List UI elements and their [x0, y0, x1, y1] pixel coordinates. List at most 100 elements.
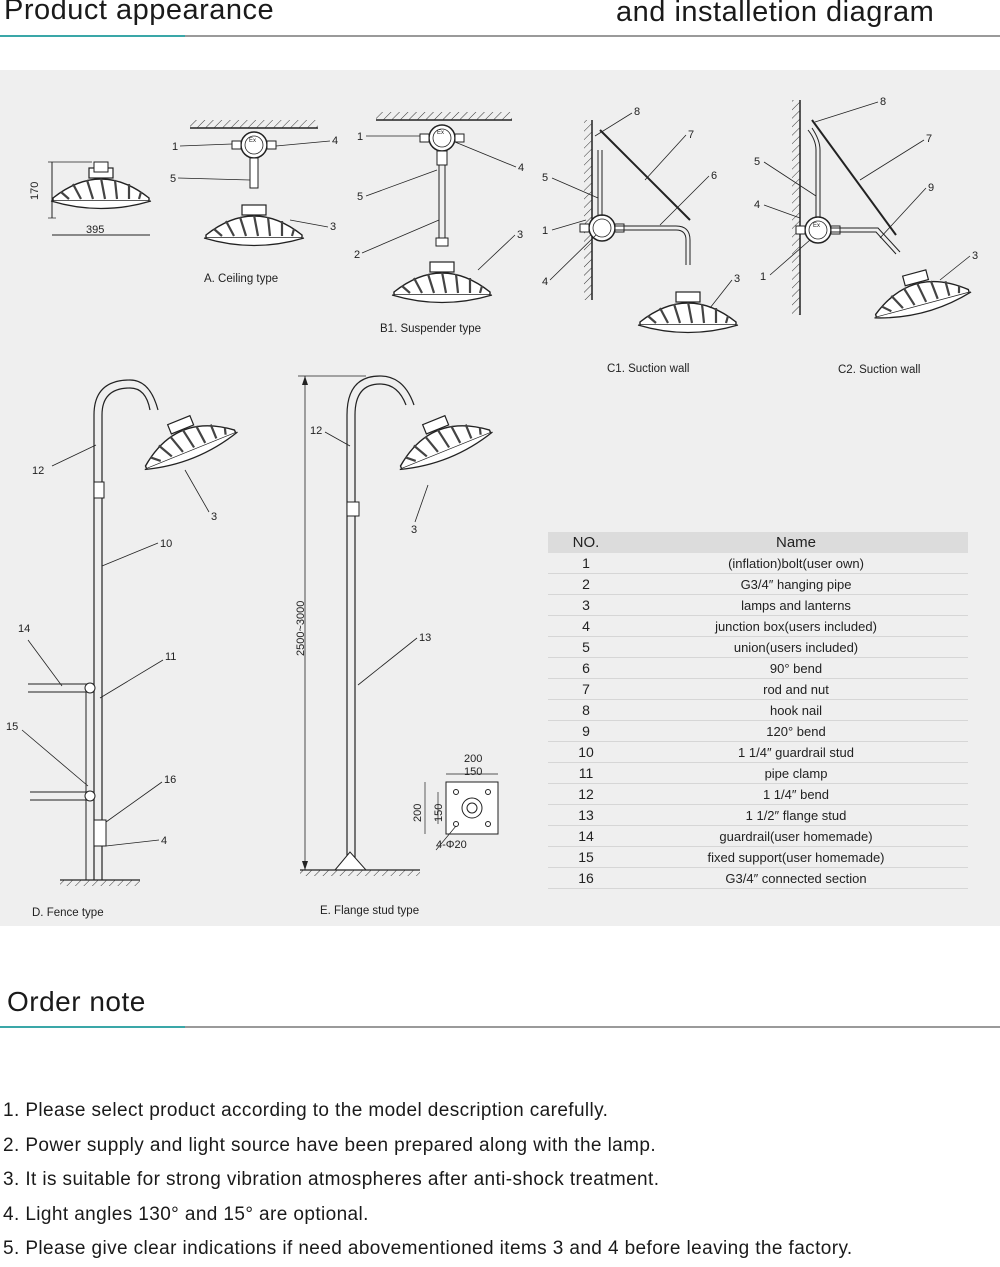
callout-5: 5 [357, 191, 363, 203]
part-name: 1 1/2″ flange stud [624, 804, 968, 826]
callout-5: 5 [754, 156, 760, 168]
part-number: 9 [548, 720, 624, 742]
part-name: hook nail [624, 699, 968, 721]
part-name: rod and nut [624, 678, 968, 700]
parts-table-header: NO. Name [548, 532, 968, 553]
callout-4: 4 [542, 276, 548, 288]
part-name: union(users included) [624, 636, 968, 658]
lamp-width-dimension: 395 [86, 224, 104, 236]
caption-fence-type: D. Fence type [32, 907, 104, 919]
header-accent-line [0, 35, 185, 37]
part-name: 1 1/4″ bend [624, 783, 968, 805]
part-name: fixed support(user homemade) [624, 846, 968, 868]
callout-3: 3 [211, 511, 217, 523]
flange-stud-type-drawing: 2500~3000 12 3 13 200 150 200 150 4-Φ20 … [295, 375, 499, 917]
part-number: 12 [548, 783, 624, 805]
caption-suction-wall-1: C1. Suction wall [607, 363, 689, 375]
suction-wall-1-drawing: 8 7 6 5 1 4 3 C1. Suction wall [542, 106, 740, 375]
caption-suction-wall-2: C2. Suction wall [838, 364, 920, 376]
installation-diagram: 170 395 Ex 1 4 5 3 A. Ceiling type Ex 1 … [6, 96, 978, 919]
callout-4: 4 [332, 135, 338, 147]
callout-3: 3 [734, 273, 740, 285]
part-name: G3/4″ hanging pipe [624, 573, 968, 595]
part-number: 14 [548, 825, 624, 847]
junction-box-ex-label-3: Ex [813, 223, 820, 229]
pole-height-range: 2500~3000 [295, 601, 307, 656]
caption-flange-stud-type: E. Flange stud type [320, 905, 419, 917]
column-header-name: Name [624, 532, 968, 553]
callout-13: 13 [419, 632, 431, 644]
part-name: guardrail(user homemade) [624, 825, 968, 847]
callout-9: 9 [928, 182, 934, 194]
callout-1: 1 [542, 225, 548, 237]
part-name: 90° bend [624, 657, 968, 679]
caption-suspender-type: B1. Suspender type [380, 323, 481, 335]
callout-12: 12 [32, 465, 44, 477]
part-number: 11 [548, 762, 624, 784]
callout-1: 1 [172, 141, 178, 153]
part-number: 13 [548, 804, 624, 826]
part-name: G3/4″ connected section [624, 867, 968, 889]
suction-wall-2-drawing: Ex 8 7 5 9 4 1 3 C2. Suction wall [754, 96, 978, 376]
order-note-item: 1. Please select product according to th… [3, 1100, 609, 1121]
part-number: 10 [548, 741, 624, 763]
part-name: 1 1/4″ guardrail stud [624, 741, 968, 763]
fence-type-drawing: 12 3 10 14 11 15 16 4 D. Fence type [6, 379, 242, 919]
callout-3: 3 [972, 250, 978, 262]
callout-4: 4 [161, 835, 167, 847]
junction-box-ex-label-2: Ex [437, 130, 444, 136]
callout-7: 7 [688, 129, 694, 141]
callout-5: 5 [542, 172, 548, 184]
lamp-height-dimension: 170 [29, 182, 41, 200]
part-number: 6 [548, 657, 624, 679]
callout-2: 2 [354, 249, 360, 261]
order-note-title: Order note [7, 986, 146, 1017]
part-number: 4 [548, 615, 624, 637]
part-number: 8 [548, 699, 624, 721]
part-number: 15 [548, 846, 624, 868]
order-note-item: 2. Power supply and light source have be… [3, 1134, 657, 1156]
product-appearance-title: Product appearance [4, 0, 275, 26]
part-name: lamps and lanterns [624, 594, 968, 616]
part-number: 2 [548, 573, 624, 595]
callout-11: 11 [165, 651, 176, 663]
callout-12: 12 [310, 425, 322, 437]
part-number: 5 [548, 636, 624, 658]
part-name: junction box(users included) [624, 615, 968, 637]
order-note-item: 5. Please give clear indications if need… [3, 1238, 853, 1259]
part-number: 1 [548, 553, 624, 574]
part-name: 120° bend [624, 720, 968, 742]
order-note-item: 4. Light angles 130° and 15° are optiona… [3, 1203, 369, 1225]
part-number: 16 [548, 867, 624, 889]
suspender-type-drawing: Ex 1 4 5 2 3 B1. Suspender type [354, 112, 524, 335]
order-note-list: 1. Please select product according to th… [3, 1094, 853, 1267]
callout-5: 5 [170, 173, 176, 185]
flange-width-outer: 200 [464, 753, 482, 765]
callout-14: 14 [18, 623, 30, 635]
header-divider [0, 35, 1000, 37]
column-header-no: NO. [548, 532, 624, 553]
installation-diagram-title: and installetion diagram [616, 0, 935, 28]
part-name: (inflation)bolt(user own) [624, 553, 968, 574]
callout-3: 3 [517, 229, 523, 241]
callout-8: 8 [634, 106, 640, 118]
flange-height-outer: 200 [412, 804, 424, 822]
part-number: 3 [548, 594, 624, 616]
part-name: pipe clamp [624, 762, 968, 784]
callout-4: 4 [518, 162, 524, 174]
